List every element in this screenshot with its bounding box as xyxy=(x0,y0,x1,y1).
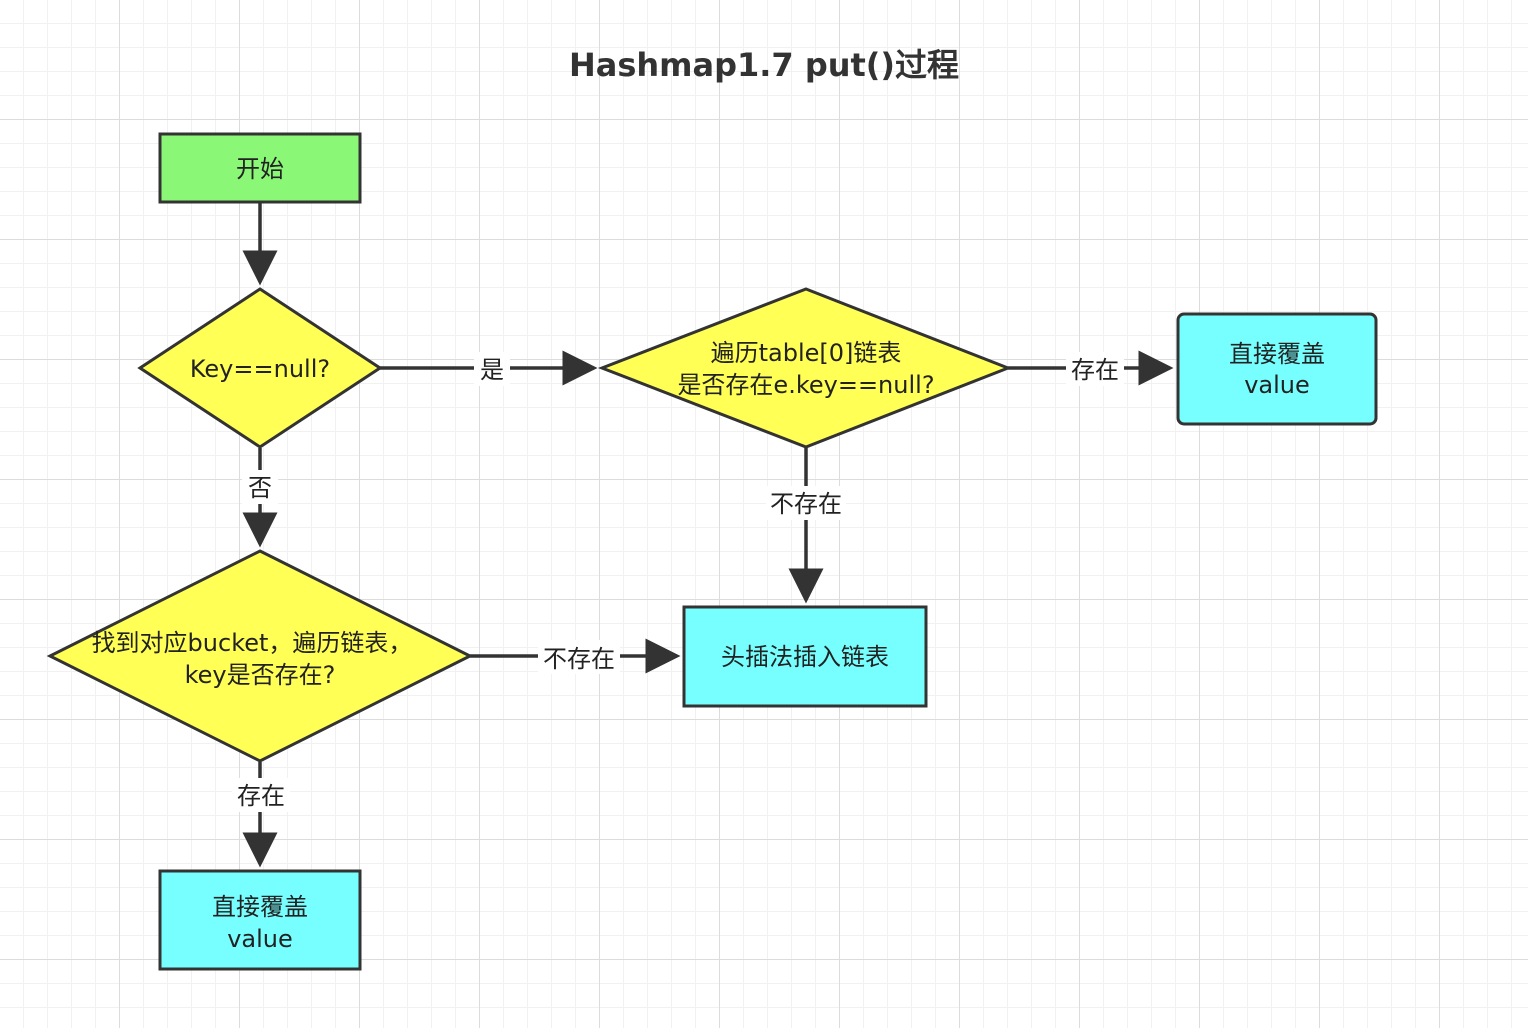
edge-label-exists-right: 存在 xyxy=(1071,356,1119,384)
edge-labels: 是 否 存在 不存在 不存在 存在 xyxy=(232,352,1124,812)
node-override-bottom-line2: value xyxy=(227,925,293,953)
node-bucket-line2: key是否存在? xyxy=(185,661,336,689)
node-bucket-line1: 找到对应bucket，遍历链表， xyxy=(92,629,413,657)
node-head-insert-label: 头插法插入链表 xyxy=(721,643,889,671)
edge-label-no: 否 xyxy=(248,474,272,502)
node-override-top: 直接覆盖 value xyxy=(1176,312,1378,426)
edge-label-not-exists-down: 不存在 xyxy=(770,490,842,518)
node-override-bottom-line1: 直接覆盖 xyxy=(212,893,308,921)
node-bucket-decision: 找到对应bucket，遍历链表， key是否存在? xyxy=(46,549,474,763)
node-table0-line2: 是否存在e.key==null? xyxy=(677,371,934,399)
node-key-null-label: Key==null? xyxy=(190,355,330,383)
edge-label-exists-down: 存在 xyxy=(237,782,285,810)
node-override-top-line1: 直接覆盖 xyxy=(1229,340,1325,368)
node-head-insert: 头插法插入链表 xyxy=(682,605,928,708)
edge-label-yes: 是 xyxy=(480,356,504,384)
node-table0-decision: 遍历table[0]链表 是否存在e.key==null? xyxy=(597,287,1013,449)
node-override-bottom: 直接覆盖 value xyxy=(158,869,362,971)
node-override-top-line2: value xyxy=(1244,371,1310,399)
node-start: 开始 xyxy=(158,132,362,204)
node-start-label: 开始 xyxy=(236,155,284,183)
node-key-null-decision: Key==null? xyxy=(137,287,383,449)
node-table0-line1: 遍历table[0]链表 xyxy=(711,339,902,367)
edge-label-not-exists-right: 不存在 xyxy=(543,645,615,673)
edges xyxy=(242,202,1174,868)
diagram-title: Hashmap1.7 put()过程 xyxy=(568,46,960,84)
